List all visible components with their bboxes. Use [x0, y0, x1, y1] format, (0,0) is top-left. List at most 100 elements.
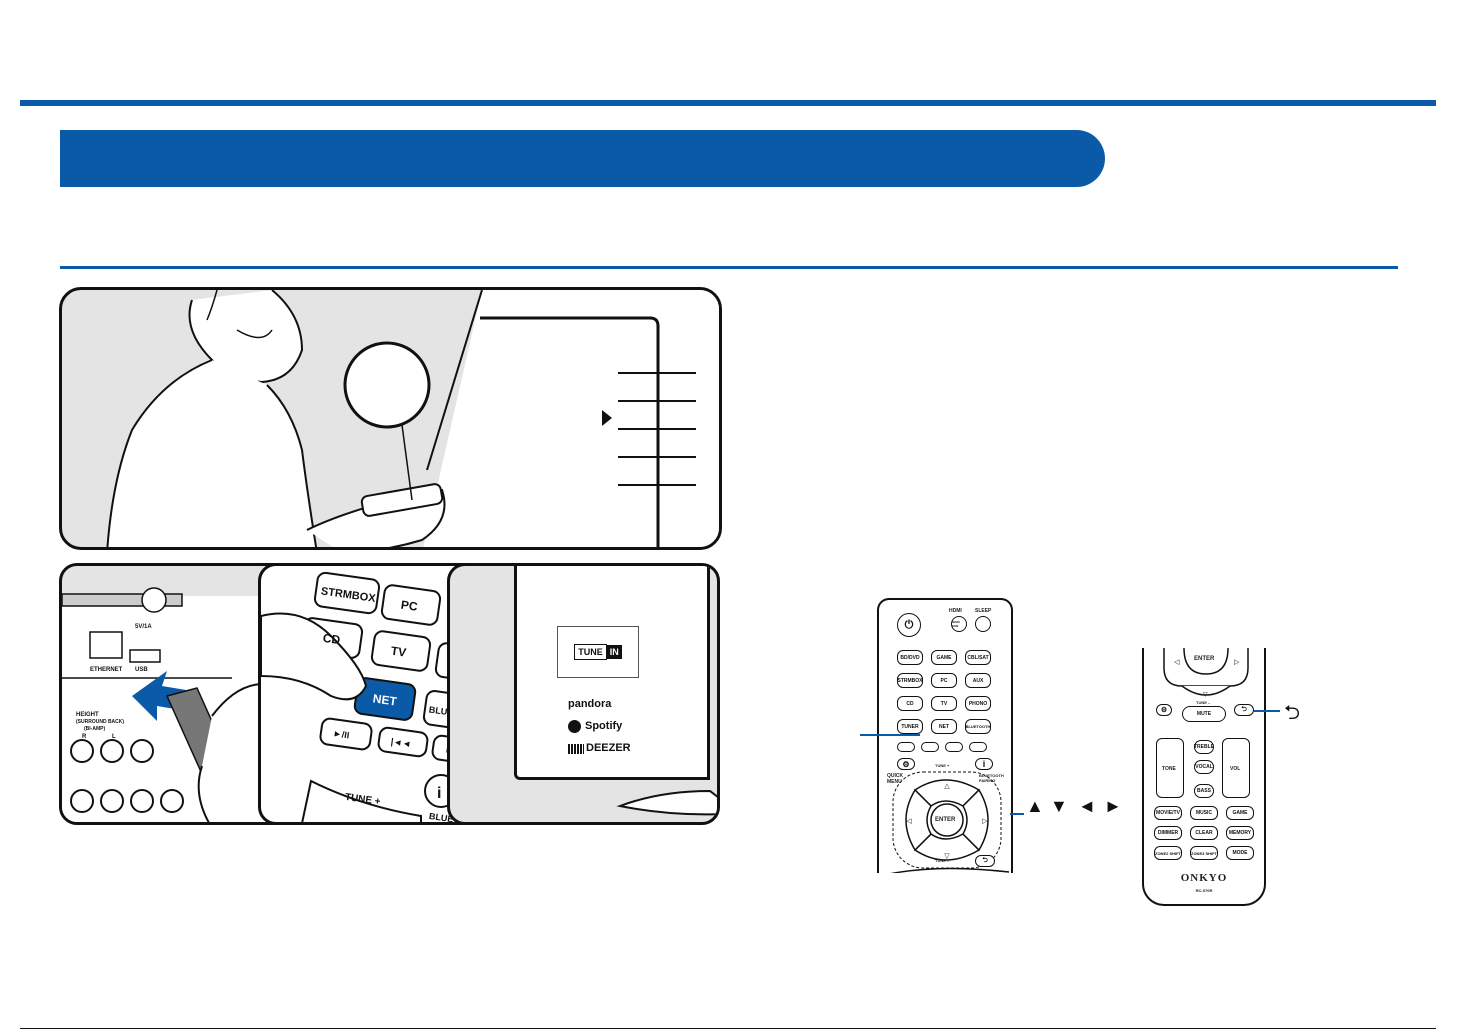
tune-minus-label: TUNE – [1196, 700, 1211, 705]
return-button: ⮌ [975, 855, 995, 867]
music-button: MUSIC [1190, 806, 1218, 820]
tv-button: TV [931, 696, 957, 711]
ethernet-label: ETHERNET [90, 667, 123, 673]
bass-button: BASS [1194, 784, 1214, 798]
power-button: ⏻ [897, 613, 921, 637]
svg-text:◁: ◁ [1174, 659, 1180, 666]
left-label: L [112, 734, 116, 740]
clear-button: CLEAR [1190, 826, 1218, 840]
info-icon: i [437, 785, 441, 802]
deezer-icon [568, 744, 584, 754]
hdmi-label: HDMI [949, 608, 962, 614]
prev-button: |◄◄ [390, 736, 412, 749]
surround-back-label: (SURROUND BACK) [76, 719, 124, 725]
tunein-logo: TUNE IN [557, 626, 639, 678]
remote-left: ⏻ HDMI SLEEP MAIN SUB BD/DVD GAME CBL/SA… [877, 598, 1013, 873]
arrow-right-key: ► [1104, 796, 1122, 816]
quick-menu-label: QUICK MENU [887, 773, 904, 785]
prev-button [945, 742, 963, 752]
phono-button: PHONO [965, 696, 991, 711]
deezer-logo: DEEZER [586, 742, 631, 754]
dpad-pointer-line [1010, 813, 1024, 815]
next-button [969, 742, 987, 752]
main-sub-button: MAIN SUB [951, 616, 967, 632]
biamp-label: (BI-AMP) [84, 726, 105, 732]
tuner-button: TUNER [897, 719, 923, 734]
svg-text:▷: ▷ [982, 818, 988, 825]
person-drawing [106, 290, 719, 547]
svg-text:▽: ▽ [1203, 692, 1208, 698]
tunein-in-text: IN [606, 645, 622, 659]
dimmer-button: DIMMER [1154, 826, 1182, 840]
return-icon: ⮌ [1284, 702, 1301, 724]
dpad: △ ▽ ◁ ▷ [890, 771, 1010, 873]
svg-text:△: △ [944, 783, 950, 790]
tune-plus-label: TUNE + [935, 763, 950, 768]
arrow-left-key: ◄ [1078, 796, 1096, 816]
net-button: NET [931, 719, 957, 734]
tv-button: TV [390, 644, 407, 660]
enter-label: ENTER [1194, 656, 1215, 662]
sleep-label: SLEEP [975, 608, 992, 614]
mode-button: MODE [1226, 846, 1254, 860]
game-button: GAME [931, 650, 957, 665]
tune-plus-label: TUNE + [344, 792, 381, 808]
cursor-arrow-icon [602, 410, 612, 426]
header-rule [20, 100, 1436, 106]
pause-button [921, 742, 939, 752]
cd-button: CD [322, 631, 341, 647]
tv-stand [616, 789, 717, 816]
svg-text:◁: ◁ [906, 818, 912, 825]
play-button [897, 742, 915, 752]
tone-rocker [1156, 738, 1184, 798]
gear-icon: ⚙ [1156, 704, 1172, 716]
right-dpad: ◁ ▷ ▽ [1163, 648, 1249, 698]
strmbox-button: STRMBOX [897, 673, 923, 688]
aux-button: AUX [965, 673, 991, 688]
menu-line [618, 484, 696, 486]
usb-label: USB [135, 667, 148, 673]
game-button: GAME [1226, 806, 1254, 820]
enter-label: ENTER [935, 817, 956, 823]
pc-button: PC [400, 598, 419, 614]
net-pointer-line [860, 734, 920, 736]
illustration-person-tv [59, 287, 722, 550]
remote-closeup-drawing: STRMBOX PC CD TV PH NET BLUETOOTH ►/II |… [261, 571, 487, 822]
tunein-text: TUNE [574, 644, 607, 660]
cbl-sat-button: CBL/SAT [965, 650, 991, 665]
zone2-shift-button: ZONE2 SHIFT [1154, 846, 1182, 860]
height-label: HEIGHT [76, 712, 99, 718]
return-button: ⮌ [1234, 704, 1254, 716]
mute-button: MUTE [1182, 706, 1226, 722]
memory-button: MEMORY [1226, 826, 1254, 840]
info-button: i [975, 758, 993, 770]
bluetooth-button: BLUETOOTH [965, 719, 991, 734]
section-banner [60, 130, 1105, 187]
model-label: RC-970R [1195, 888, 1213, 893]
bd-dvd-button: BD/DVD [897, 650, 923, 665]
spotify-logo: Spotify [585, 720, 623, 732]
svg-text:▷: ▷ [1234, 659, 1240, 666]
sleep-button [975, 616, 991, 632]
subsection-rule [60, 266, 1398, 269]
vocal-button: VOCAL [1194, 760, 1214, 774]
illustration-tv-services: TUNE IN pandora Spotify DEEZER [447, 563, 720, 825]
arrow-up-key: ▲ [1026, 796, 1044, 816]
tone-label: TONE [1162, 766, 1176, 772]
svg-text:▽: ▽ [944, 853, 950, 860]
tune-minus-label: TUNE – [935, 858, 950, 863]
vol-rocker [1222, 738, 1250, 798]
spotify-icon [568, 720, 581, 733]
zone3-shift-button: ZONE3 SHIFT [1190, 846, 1218, 860]
pandora-logo: pandora [568, 698, 612, 710]
cd-button: CD [897, 696, 923, 711]
menu-line [618, 372, 696, 374]
menu-line [618, 456, 696, 458]
arrow-down-key: ▼ [1050, 796, 1068, 816]
vol-label: VOL [1230, 766, 1241, 772]
footer-rule [20, 1028, 1436, 1029]
remote-right: ◁ ▷ ▽ ENTER TUNE – ⚙ MUTE ⮌ TREBLE VOCAL… [1142, 648, 1266, 906]
play-pause-button: ►/II [332, 728, 350, 740]
bt-pairing-label: BLUETOOTH PAIRING [979, 773, 1004, 783]
menu-line [618, 400, 696, 402]
